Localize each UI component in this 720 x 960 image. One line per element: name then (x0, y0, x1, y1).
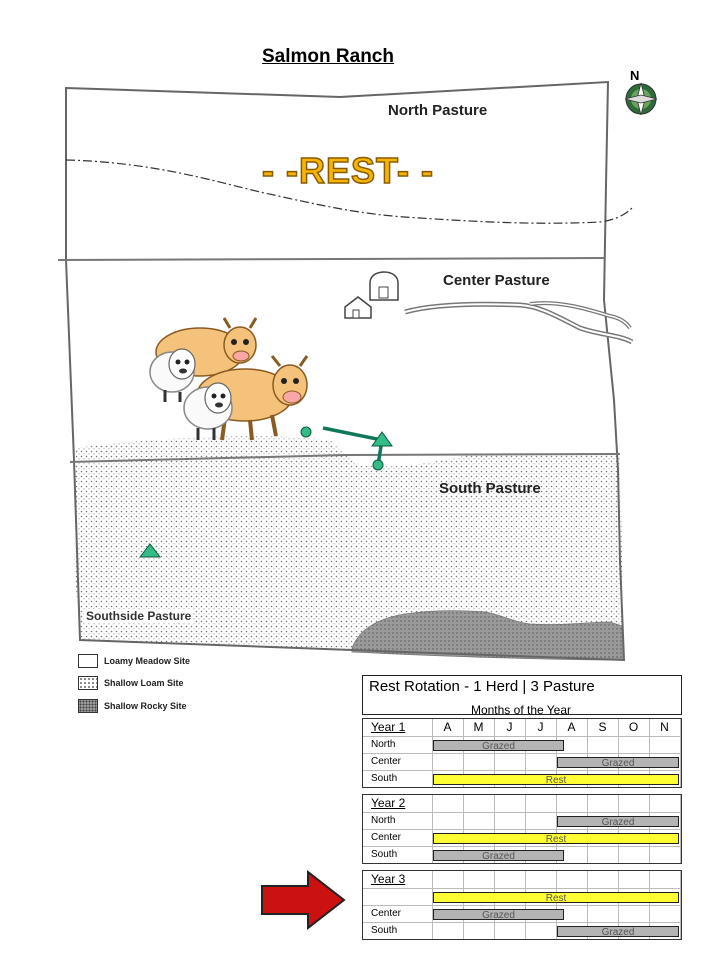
rest-bar: Rest (433, 892, 679, 903)
grid-line (363, 753, 681, 754)
pasture-row-label: South (371, 925, 398, 936)
grazed-bar: Grazed (557, 757, 679, 768)
water-trough-icon (138, 543, 162, 558)
legend-label: Loamy Meadow Site (104, 656, 191, 666)
chart-subtitle: - 1 Herd | 3 Pasture (464, 678, 595, 695)
water-tank-icon (300, 426, 312, 438)
legend-label: Shallow Loam Site (104, 678, 184, 688)
barn-icon (369, 271, 399, 301)
pasture-row-label: Center (371, 756, 402, 767)
rotation-chart-header (362, 675, 682, 715)
grid-line (363, 829, 681, 830)
rest-banner: - -REST- - (261, 149, 434, 192)
grid-line (363, 846, 681, 847)
legend-label: Shallow Rocky Site (104, 701, 187, 711)
fence-center-south (69, 453, 621, 463)
road (404, 301, 634, 345)
grazed-bar: Grazed (433, 740, 564, 751)
current-year-arrow-icon (261, 870, 346, 930)
pasture-row-label: South (371, 849, 398, 860)
compass-north-label: N (630, 68, 640, 83)
grid-line (363, 770, 681, 771)
months-caption: Months of the Year (470, 703, 572, 717)
south-pasture-label: South Pasture (439, 480, 541, 497)
house-icon (344, 296, 372, 319)
shallow-loam-area (74, 436, 624, 658)
grazed-bar: Grazed (433, 909, 564, 920)
legend-swatch-dark-dotted (78, 699, 98, 713)
north-pasture-label: North Pasture (388, 102, 488, 119)
compass-icon (624, 82, 658, 116)
grazed-bar: Grazed (557, 816, 679, 827)
month-label: S (598, 720, 607, 734)
pasture-row-label: Center (371, 832, 402, 843)
month-label: J (506, 720, 513, 734)
grid-line (363, 736, 681, 737)
grid-line (363, 922, 681, 923)
rest-bar: Rest (433, 774, 679, 785)
livestock-icon (149, 317, 309, 441)
year-label: Year 1 (371, 720, 406, 734)
month-label: J (537, 720, 544, 734)
legend-item-loamy-meadow: Loamy Meadow Site (78, 653, 190, 669)
grid-line (363, 905, 681, 906)
water-tank-icon (372, 459, 384, 471)
pasture-row-label: Center (371, 908, 402, 919)
ranch-boundary (65, 80, 626, 662)
month-label: M (473, 720, 484, 734)
year-label: Year 3 (371, 872, 406, 886)
map-title: Salmon Ranch (262, 46, 394, 67)
year-header (363, 871, 681, 888)
rest-bar: Rest (433, 833, 679, 844)
pasture-row-label: South (371, 773, 398, 784)
month-label: N (660, 720, 669, 734)
pasture-row-label: North (371, 739, 396, 750)
pasture-row-label: North (371, 815, 396, 826)
grid-line (363, 888, 681, 889)
grazed-bar: Grazed (557, 926, 679, 937)
chart-title-main: Rest Rotation (369, 678, 460, 695)
legend-item-shallow-rocky: Shallow Rocky Site (78, 698, 187, 714)
year-label: Year 2 (371, 796, 406, 810)
grazed-bar: Grazed (433, 850, 564, 861)
month-label: A (443, 720, 452, 734)
southside-pasture-label: Southside Pasture (84, 609, 194, 623)
grid-line (363, 812, 681, 813)
creek-line (65, 159, 633, 224)
water-trough-icon (371, 431, 393, 447)
legend-swatch-dotted (78, 676, 98, 690)
rotation-chart-title: Rest Rotation - 1 Herd | 3 Pasture (369, 678, 595, 695)
shallow-rocky-area (351, 610, 625, 661)
month-label: O (628, 720, 639, 734)
year-header (363, 795, 681, 812)
legend-swatch-blank (78, 654, 98, 668)
fence-north-center (57, 257, 606, 261)
center-pasture-label: Center Pasture (443, 272, 550, 289)
month-label: A (567, 720, 576, 734)
legend-item-shallow-loam: Shallow Loam Site (78, 675, 184, 691)
